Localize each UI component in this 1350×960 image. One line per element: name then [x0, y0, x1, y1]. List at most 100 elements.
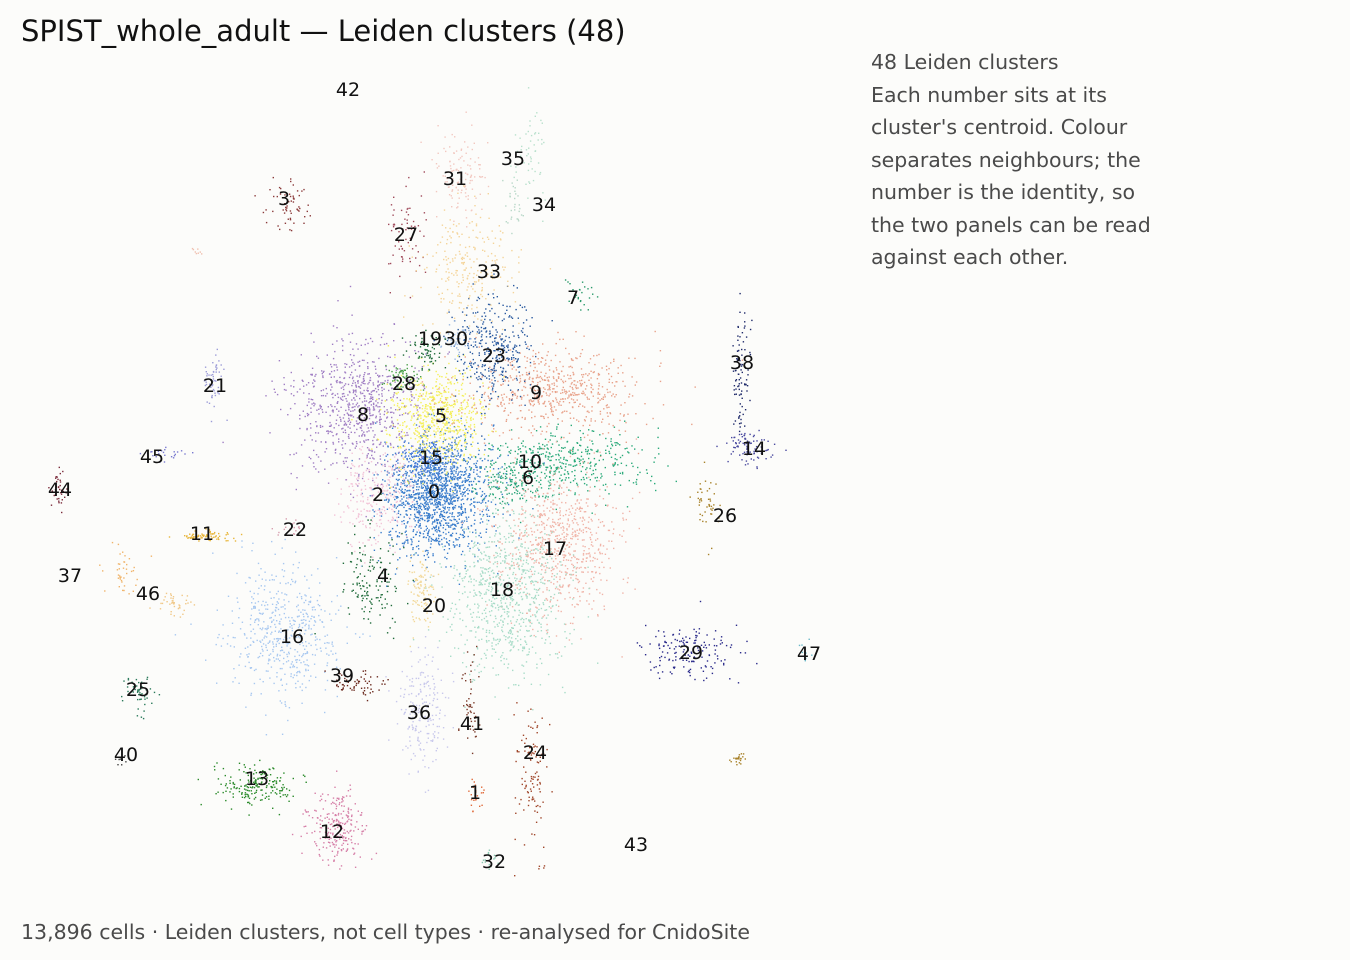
- scatter-point: [577, 449, 579, 451]
- scatter-point: [475, 336, 477, 339]
- scatter-point: [349, 788, 352, 791]
- scatter-point: [448, 494, 450, 496]
- scatter-point: [550, 466, 552, 469]
- scatter-point: [405, 470, 407, 473]
- scatter-point: [328, 425, 331, 427]
- scatter-point: [454, 441, 456, 444]
- scatter-point: [427, 491, 430, 494]
- scatter-point: [351, 414, 353, 416]
- scatter-point: [417, 395, 420, 397]
- scatter-point: [572, 391, 574, 394]
- scatter-point: [573, 417, 575, 419]
- scatter-point: [473, 471, 475, 473]
- scatter-point: [437, 461, 439, 463]
- scatter-point: [448, 448, 450, 450]
- scatter-point: [206, 534, 208, 536]
- scatter-point: [438, 394, 440, 396]
- scatter-point: [521, 458, 523, 460]
- scatter-point: [332, 834, 334, 836]
- scatter-point: [624, 385, 626, 387]
- scatter-point: [344, 832, 346, 834]
- scatter-point: [391, 398, 394, 401]
- scatter-point: [531, 452, 533, 454]
- scatter-point: [371, 390, 374, 392]
- scatter-point: [335, 799, 338, 802]
- scatter-point: [432, 491, 434, 493]
- scatter-point: [499, 449, 501, 451]
- scatter-point: [438, 476, 441, 478]
- scatter-point: [457, 452, 460, 454]
- scatter-point: [274, 391, 276, 393]
- scatter-point: [341, 801, 343, 803]
- scatter-point: [287, 414, 289, 416]
- scatter-point: [448, 526, 450, 528]
- scatter-point: [538, 496, 540, 498]
- scatter-point: [504, 463, 506, 465]
- scatter-point: [376, 513, 378, 515]
- scatter-point: [345, 836, 347, 839]
- scatter-point: [452, 465, 454, 467]
- scatter-point: [428, 445, 431, 447]
- scatter-point: [384, 380, 386, 382]
- scatter-point: [344, 429, 346, 431]
- scatter-point: [401, 414, 404, 416]
- scatter-point: [280, 408, 282, 411]
- scatter-point: [585, 416, 587, 418]
- scatter-point: [420, 505, 422, 508]
- scatter-point: [224, 537, 226, 540]
- scatter-point: [457, 539, 459, 541]
- scatter-point: [485, 528, 488, 530]
- scatter-point: [363, 610, 365, 613]
- scatter-point: [372, 479, 374, 482]
- scatter-point: [452, 544, 455, 546]
- scatter-point: [458, 545, 461, 548]
- scatter-point: [431, 482, 433, 484]
- scatter-point: [443, 483, 445, 486]
- scatter-point: [437, 459, 439, 461]
- scatter-point: [569, 412, 571, 414]
- scatter-point: [597, 401, 600, 403]
- scatter-point: [572, 359, 574, 362]
- scatter-point: [460, 384, 463, 386]
- scatter-point: [359, 391, 362, 393]
- scatter-point: [307, 413, 310, 416]
- scatter-point: [332, 325, 335, 327]
- scatter-point: [387, 411, 389, 413]
- scatter-point: [396, 471, 398, 473]
- scatter-point: [343, 583, 346, 585]
- scatter-point: [313, 402, 315, 404]
- scatter-point: [453, 496, 455, 498]
- scatter-point: [420, 435, 422, 437]
- scatter-point: [458, 426, 460, 428]
- scatter-point: [432, 489, 434, 492]
- scatter-point: [464, 471, 466, 473]
- scatter-point: [410, 538, 412, 540]
- scatter-point: [591, 430, 593, 432]
- scatter-point: [360, 560, 362, 562]
- scatter-point: [463, 503, 465, 505]
- scatter-point: [456, 444, 458, 446]
- scatter-point: [184, 535, 186, 537]
- scatter-point: [368, 449, 370, 451]
- scatter-point: [532, 425, 534, 427]
- scatter-point: [380, 594, 382, 596]
- scatter-point: [451, 469, 453, 471]
- scatter-point: [435, 495, 438, 497]
- scatter-point: [477, 475, 479, 477]
- scatter-point: [446, 420, 448, 423]
- scatter-point: [372, 494, 375, 496]
- scatter-point: [391, 527, 394, 530]
- scatter-point: [597, 397, 599, 399]
- scatter-point: [211, 537, 213, 539]
- scatter-point: [425, 536, 427, 539]
- scatter-point: [574, 460, 576, 463]
- scatter-point: [349, 830, 351, 832]
- scatter-point: [658, 453, 660, 455]
- scatter-point: [334, 814, 337, 816]
- scatter-point: [379, 525, 381, 528]
- scatter-point: [467, 493, 469, 495]
- scatter-point: [460, 450, 462, 452]
- scatter-point: [376, 421, 378, 423]
- scatter-point: [391, 516, 394, 518]
- scatter-point: [477, 480, 480, 483]
